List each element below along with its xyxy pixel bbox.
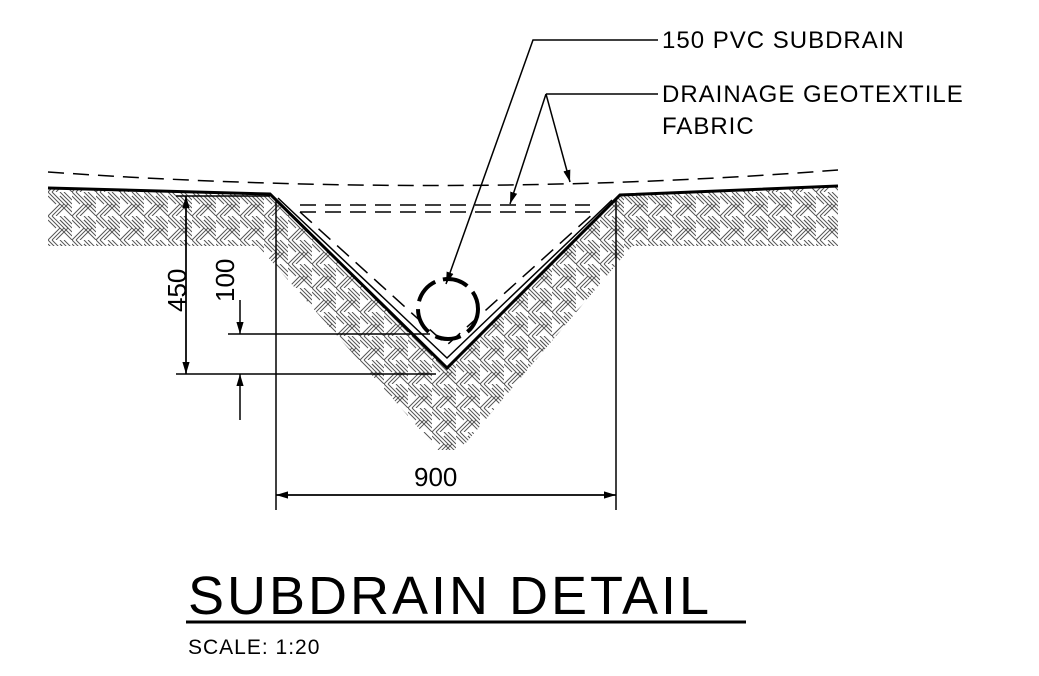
drawing-title: SUBDRAIN DETAIL <box>188 566 712 626</box>
depth-dimension-label: 450 <box>162 269 192 312</box>
width-dimension <box>275 200 617 510</box>
soil-hatch <box>48 186 838 450</box>
fabric-callout-line2: FABRIC <box>662 113 755 140</box>
offset-dimension-label: 100 <box>210 259 240 302</box>
trench-inner-line <box>277 197 613 360</box>
pipe-callout-label: 150 PVC SUBDRAIN <box>662 27 905 54</box>
trench-profile <box>47 184 839 371</box>
depth-dimension <box>176 195 436 375</box>
fabric-leader <box>509 93 658 205</box>
drawing-scale: SCALE: 1:20 <box>188 636 320 659</box>
width-dimension-label: 900 <box>414 462 457 492</box>
pvc-pipe <box>416 277 480 341</box>
fabric-callout-line1: DRAINAGE GEOTEXTILE <box>662 81 964 108</box>
geotextile-fabric <box>47 169 839 347</box>
offset-dimension <box>228 300 430 420</box>
pipe-leader <box>445 39 658 285</box>
